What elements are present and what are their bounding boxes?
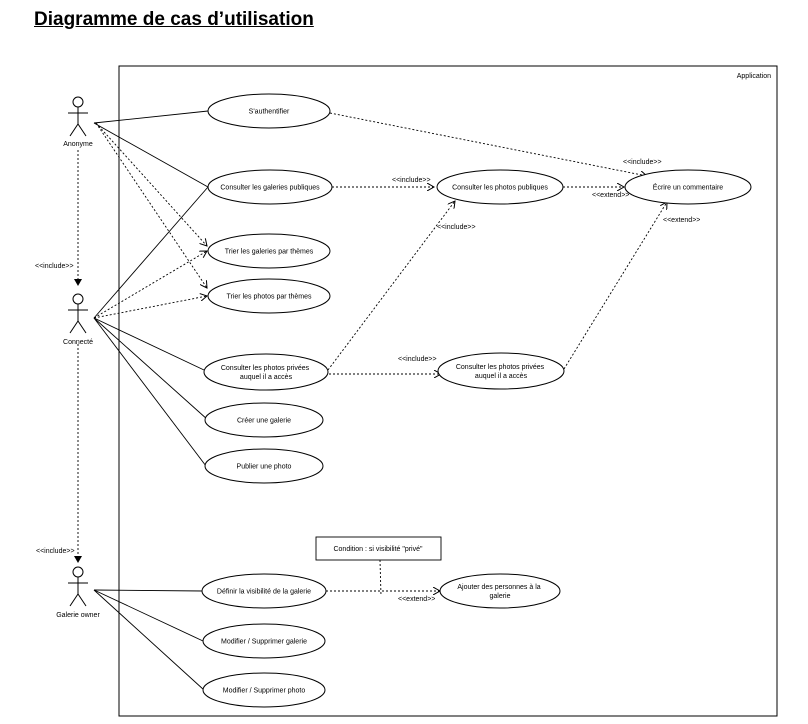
use-case-publier-photo[interactable]: Publier une photo (204, 448, 324, 484)
svg-text:Trier les photos par thèmes: Trier les photos par thèmes (227, 294, 312, 301)
svg-text:Consulter les galeries publiqu: Consulter les galeries publiques (220, 185, 320, 192)
include-label-privees-publiques: <<include>> (437, 224, 476, 231)
actor-connecte-label: Connecté (63, 339, 93, 346)
use-case-photos-privees-left-line2: auquel il a accès (240, 374, 293, 381)
stereotype-labels: <<include>> <<include>> <<include>> <<in… (35, 159, 700, 603)
system-boundary (118, 65, 778, 717)
actor-connecte[interactable]: Connecté (63, 293, 93, 346)
svg-text:Trier les galeries par thèmes: Trier les galeries par thèmes (225, 249, 314, 256)
use-case-trier-photos-label: Trier les photos par thèmes (227, 294, 312, 301)
use-case-ajouter-personnes-line2: galerie (489, 593, 510, 600)
svg-text:Écrire un commentaire: Écrire un commentaire (653, 183, 724, 192)
use-case-trier-photos[interactable]: Trier les photos par thèmes (207, 278, 331, 314)
condition-note-text: Condition : si visibilité "privé" (333, 546, 423, 553)
actor-anonyme[interactable]: Anonyme (63, 96, 93, 148)
use-case-authentifier-label: S'authentifier (249, 109, 290, 116)
use-case-photos-publiques-label: Consulter les photos publiques (452, 185, 548, 192)
svg-text:Publier une photo: Publier une photo (237, 464, 292, 471)
page-title: Diagramme de cas d’utilisation (34, 9, 314, 30)
use-case-commentaire-label: Écrire un commentaire (653, 183, 724, 192)
use-case-modifier-galerie[interactable]: Modifier / Supprimer galerie (202, 623, 326, 659)
use-case-galeries-publiques[interactable]: Consulter les galeries publiques (207, 169, 333, 205)
include-label-auth-commentaire: <<include>> (623, 159, 662, 166)
include-label-galeries-photos: <<include>> (392, 177, 431, 184)
svg-text:S'authentifier: S'authentifier (249, 109, 290, 116)
use-case-ajouter-personnes[interactable]: Ajouter des personnes à la galerie (439, 573, 561, 609)
use-case-modifier-galerie-label: Modifier / Supprimer galerie (221, 639, 307, 646)
svg-text:Consulter les photos privées: Consulter les photos privées auquel il a… (456, 364, 546, 380)
actor-galerie-owner-label: Galerie owner (56, 612, 100, 619)
use-case-modifier-photo[interactable]: Modifier / Supprimer photo (202, 672, 326, 708)
use-case-ajouter-personnes-line1: Ajouter des personnes à la (457, 584, 540, 591)
include-label-privees-privees: <<include>> (398, 356, 437, 363)
use-case-creer-galerie[interactable]: Créer une galerie (204, 402, 324, 438)
use-case-photos-privees-right-line2: auquel il a accès (475, 373, 528, 380)
actor-galerie-owner[interactable]: Galerie owner (56, 566, 100, 619)
svg-text:Consulter les photos privées: Consulter les photos privées auquel il a… (221, 365, 311, 381)
use-case-publier-photo-label: Publier une photo (237, 464, 292, 471)
use-case-photos-privees-left[interactable]: Consulter les photos privées auquel il a… (203, 353, 329, 391)
stick-figure-icon (68, 293, 88, 334)
include-label-connecte-owner: <<include>> (36, 548, 75, 555)
stick-figure-icon (68, 566, 88, 607)
svg-text:Définir la visibilité de la ga: Définir la visibilité de la galerie (217, 589, 311, 596)
use-case-visibilite[interactable]: Définir la visibilité de la galerie (201, 573, 327, 609)
extend-label-privees-commentaire: <<extend>> (663, 217, 700, 224)
svg-text:Modifier / Supprimer galerie: Modifier / Supprimer galerie (221, 639, 307, 646)
extend-label-visibilite-ajouter: <<extend>> (398, 596, 435, 603)
svg-text:Ajouter des personnes à la: Ajouter des personnes à la galerie (457, 584, 542, 600)
system-label: Application (737, 73, 771, 80)
use-case-galeries-publiques-label: Consulter les galeries publiques (220, 185, 320, 192)
include-label-anonyme-connecte: <<include>> (35, 263, 74, 270)
extend-label-photos-commentaire: <<extend>> (592, 192, 629, 199)
svg-text:Consulter les photos publiques: Consulter les photos publiques (452, 185, 548, 192)
use-case-photos-privees-left-line1: Consulter les photos privées (221, 365, 310, 372)
use-case-modifier-photo-label: Modifier / Supprimer photo (223, 688, 306, 695)
association-lines (93, 110, 209, 691)
svg-text:Modifier / Supprimer photo: Modifier / Supprimer photo (223, 688, 306, 695)
svg-text:Créer une galerie: Créer une galerie (237, 418, 291, 425)
use-case-authentifier[interactable]: S'authentifier (207, 93, 331, 129)
dependency-lines (74, 112, 667, 597)
actor-anonyme-label: Anonyme (63, 141, 93, 148)
use-case-photos-publiques[interactable]: Consulter les photos publiques (436, 169, 564, 205)
use-case-visibilite-label: Définir la visibilité de la galerie (217, 589, 311, 596)
stick-figure-icon (68, 96, 88, 137)
use-case-photos-privees-right-line1: Consulter les photos privées (456, 364, 545, 371)
use-case-commentaire[interactable]: Écrire un commentaire (624, 169, 752, 205)
use-case-trier-galeries-label: Trier les galeries par thèmes (225, 249, 314, 256)
use-case-creer-galerie-label: Créer une galerie (237, 418, 291, 425)
condition-note: Condition : si visibilité "privé" (315, 536, 442, 561)
use-case-trier-galeries[interactable]: Trier les galeries par thèmes (207, 233, 331, 269)
use-case-photos-privees-right[interactable]: Consulter les photos privées auquel il a… (437, 352, 565, 390)
